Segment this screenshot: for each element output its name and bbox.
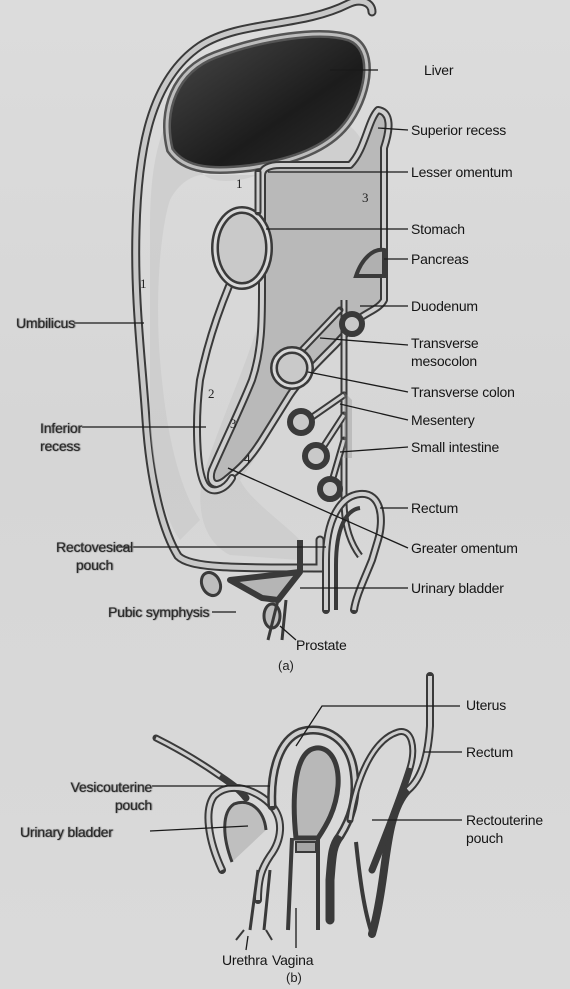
urinary-bladder-a [230,572,300,600]
label-pubic-symphysis: Pubic symphysis [108,604,209,620]
duodenum [342,314,362,334]
label-uterus: Uterus [466,697,506,713]
region-number: 1 [140,276,147,292]
label-rectum-b: Rectum [466,744,513,760]
label-inferior-recess: Inferior recess [40,419,82,455]
label-mesentery: Mesentery [411,412,475,428]
label-stomach: Stomach [411,221,465,237]
pubic-symphysis [198,569,224,598]
label-urinary-bladder-b: Urinary bladder [20,824,113,840]
region-number: 3 [362,190,369,206]
region-number: 3 [230,416,237,432]
label-vesicouterine-pouch: Vesicouterine pouch [24,778,152,814]
label-duodenum: Duodenum [411,298,478,314]
label-transverse-mesocolon: Transverse mesocolon [411,334,479,370]
label-umbilicus: Umbilicus [16,315,75,331]
figure-b [150,676,462,950]
label-urethra: Urethra [222,952,267,968]
region-number: 2 [208,386,215,402]
region-number: 4 [244,451,251,467]
label-superior-recess: Superior recess [411,122,506,138]
label-transverse-colon: Transverse colon [411,384,515,400]
caption-b: (b) [286,970,302,985]
label-prostate: Prostate [296,637,347,653]
label-greater-omentum: Greater omentum [411,540,518,556]
label-small-intestine: Small intestine [411,439,499,455]
small-intestine [290,411,340,499]
rectum-b [372,676,430,934]
label-rectovesical-pouch: Rectovesical pouch [56,538,133,574]
label-lesser-omentum: Lesser omentum [411,164,512,180]
label-liver: Liver [424,62,453,78]
label-rectum: Rectum [411,500,458,516]
label-rectouterine-pouch: Rectouterine pouch [466,811,543,847]
label-vagina: Vagina [272,952,313,968]
label-urinary-bladder: Urinary bladder [411,580,504,596]
caption-a: (a) [278,658,294,673]
label-pancreas: Pancreas [411,251,469,267]
region-number: 1 [236,176,243,192]
